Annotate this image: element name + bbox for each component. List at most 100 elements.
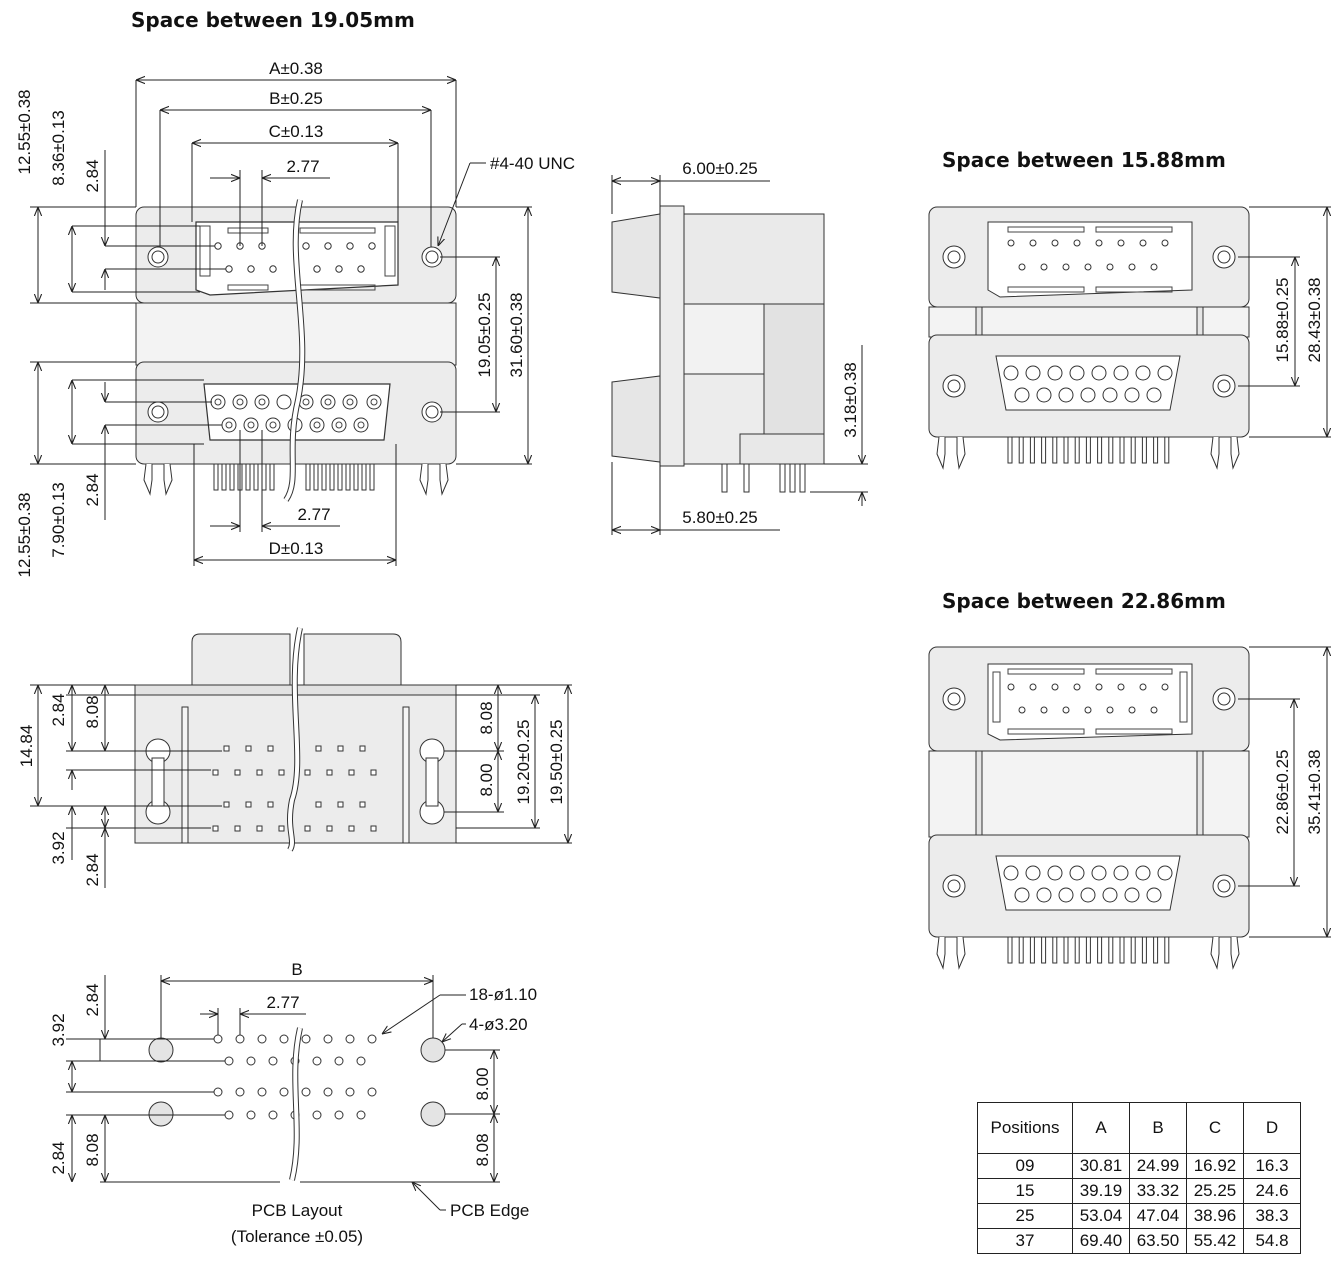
table-cell: 63.50 bbox=[1129, 1228, 1187, 1254]
pcb-pin bbox=[1074, 936, 1080, 964]
bottom-right-top: 8.08 bbox=[477, 701, 496, 734]
title-15-88: Space between 15.88mm bbox=[942, 148, 1226, 172]
space-22-86: 22.86±0.25 bbox=[1273, 750, 1292, 835]
side-view: 6.00±0.25 5.80±0.25 3.18±0.38 bbox=[611, 159, 868, 535]
table-cell: 33.32 bbox=[1129, 1178, 1187, 1204]
bottom-left-bot: 2.84 bbox=[83, 853, 102, 886]
pcb-pin bbox=[1130, 936, 1136, 964]
dimension-table: Positions A B C D 09 30.81 24.99 16.92 1… bbox=[977, 1102, 1301, 1254]
pcb-pin bbox=[1153, 436, 1159, 464]
table-cell: 47.04 bbox=[1129, 1203, 1187, 1229]
left-bot-mid: 7.90±0.13 bbox=[49, 482, 68, 558]
total-28-43: 28.43±0.38 bbox=[1305, 278, 1324, 363]
table-cell: 54.8 bbox=[1243, 1228, 1301, 1254]
table-cell: 25 bbox=[977, 1203, 1073, 1229]
pcb-pin bbox=[1085, 936, 1091, 964]
table-row: 37 69.40 63.50 55.42 54.8 bbox=[977, 1228, 1301, 1254]
pcb-pin bbox=[1063, 436, 1069, 464]
front-view: A±0.38 B±0.25 C±0.13 2.77 #4-40 UNC 2.77… bbox=[15, 59, 575, 577]
bottom-view: 14.84 2.84 8.08 3.92 2.84 8.08 8.00 19.2… bbox=[17, 627, 572, 888]
pcb-left-bot1: 2.84 bbox=[49, 1141, 68, 1174]
bottom-right-a: 19.20±0.25 bbox=[514, 720, 533, 805]
pcb-layout: B 2.77 18-ø1.10 4-ø3.20 2.84 3.92 2.84 8… bbox=[49, 960, 537, 1246]
pcb-pin bbox=[1041, 436, 1047, 464]
bottom-right-b: 19.50±0.25 bbox=[547, 720, 566, 805]
side-top: 6.00±0.25 bbox=[682, 159, 758, 178]
table-cell: 69.40 bbox=[1072, 1228, 1130, 1254]
pcb-pin bbox=[1007, 436, 1013, 464]
pcb-pin bbox=[1119, 436, 1125, 464]
table-header-row: Positions A B C D bbox=[977, 1102, 1301, 1154]
header-positions: Positions bbox=[977, 1102, 1073, 1154]
table-cell: 16.3 bbox=[1243, 1153, 1301, 1179]
right-total: 31.60±0.38 bbox=[507, 293, 526, 378]
pcb-right-mid: 8.00 bbox=[473, 1067, 492, 1100]
table-cell: 39.19 bbox=[1072, 1178, 1130, 1204]
pcb-pin bbox=[1153, 936, 1159, 964]
pcb-pitch: 2.77 bbox=[266, 993, 299, 1012]
pcb-pin bbox=[1029, 436, 1035, 464]
pcb-pin bbox=[1130, 436, 1136, 464]
bottom-left-top: 2.84 bbox=[49, 693, 68, 726]
pcb-pin bbox=[1141, 436, 1147, 464]
pcb-dim-b: B bbox=[291, 960, 302, 979]
pcb-pin bbox=[1108, 936, 1114, 964]
left-bot-inner: 2.84 bbox=[83, 473, 102, 506]
left-top-inner: 2.84 bbox=[83, 159, 102, 192]
main-title: Space between 19.05mm bbox=[131, 8, 415, 32]
pcb-pin bbox=[1164, 436, 1170, 464]
pcb-pin bbox=[1052, 436, 1058, 464]
pcb-pin bbox=[1041, 936, 1047, 964]
header-b: B bbox=[1129, 1102, 1187, 1154]
pcb-pin bbox=[1164, 936, 1170, 964]
header-d: D bbox=[1243, 1102, 1301, 1154]
pcb-pin bbox=[1097, 936, 1103, 964]
holes-small: 18-ø1.10 bbox=[469, 985, 537, 1004]
pitch-bottom: 2.77 bbox=[297, 505, 330, 524]
pcb-left-top: 2.84 bbox=[83, 983, 102, 1016]
header-c: C bbox=[1186, 1102, 1244, 1154]
pcb-pin bbox=[1119, 936, 1125, 964]
pcb-pin bbox=[1063, 936, 1069, 964]
header-a: A bbox=[1072, 1102, 1130, 1154]
table-cell: 24.6 bbox=[1243, 1178, 1301, 1204]
side-pin: 3.18±0.38 bbox=[841, 362, 860, 438]
pcb-left-bot2: 8.08 bbox=[83, 1133, 102, 1166]
table-row: 09 30.81 24.99 16.92 16.3 bbox=[977, 1153, 1301, 1179]
holes-large: 4-ø3.20 bbox=[469, 1015, 528, 1034]
right-space: 19.05±0.25 bbox=[475, 293, 494, 378]
pcb-pin bbox=[1085, 436, 1091, 464]
pcb-pin bbox=[1074, 436, 1080, 464]
bottom-right-mid: 8.00 bbox=[477, 763, 496, 796]
table-cell: 53.04 bbox=[1072, 1203, 1130, 1229]
table-cell: 38.96 bbox=[1186, 1203, 1244, 1229]
pcb-pin bbox=[1007, 936, 1013, 964]
pcb-pin bbox=[1018, 436, 1024, 464]
side-bottom: 5.80±0.25 bbox=[682, 508, 758, 527]
table-row: 25 53.04 47.04 38.96 38.3 bbox=[977, 1203, 1301, 1229]
title-22-86: Space between 22.86mm bbox=[942, 589, 1226, 613]
screw-label: #4-40 UNC bbox=[490, 154, 575, 173]
dim-c: C±0.13 bbox=[269, 122, 324, 141]
pcb-pin bbox=[1018, 936, 1024, 964]
pcb-pin bbox=[1141, 936, 1147, 964]
left-bot-outer: 12.55±0.38 bbox=[15, 493, 34, 578]
space-15-88: 15.88±0.25 bbox=[1273, 278, 1292, 363]
table-cell: 55.42 bbox=[1186, 1228, 1244, 1254]
pcb-left-gap: 3.92 bbox=[49, 1013, 68, 1046]
pcb-caption-1: PCB Layout bbox=[252, 1201, 343, 1220]
bottom-left-gap: 3.92 bbox=[49, 831, 68, 864]
left-top-outer: 12.55±0.38 bbox=[15, 90, 34, 175]
pitch-top: 2.77 bbox=[286, 157, 319, 176]
pcb-edge-label: PCB Edge bbox=[450, 1201, 529, 1220]
dim-a: A±0.38 bbox=[269, 59, 323, 78]
pcb-caption-2: (Tolerance ±0.05) bbox=[231, 1227, 363, 1246]
table-cell: 16.92 bbox=[1186, 1153, 1244, 1179]
view-15-88: 15.88±0.25 28.43±0.38 bbox=[928, 206, 1331, 470]
pcb-pin bbox=[1029, 936, 1035, 964]
pcb-pin bbox=[1052, 936, 1058, 964]
view-22-86: 22.86±0.25 35.41±0.38 bbox=[928, 646, 1331, 970]
dim-d: D±0.13 bbox=[269, 539, 324, 558]
table-cell: 30.81 bbox=[1072, 1153, 1130, 1179]
